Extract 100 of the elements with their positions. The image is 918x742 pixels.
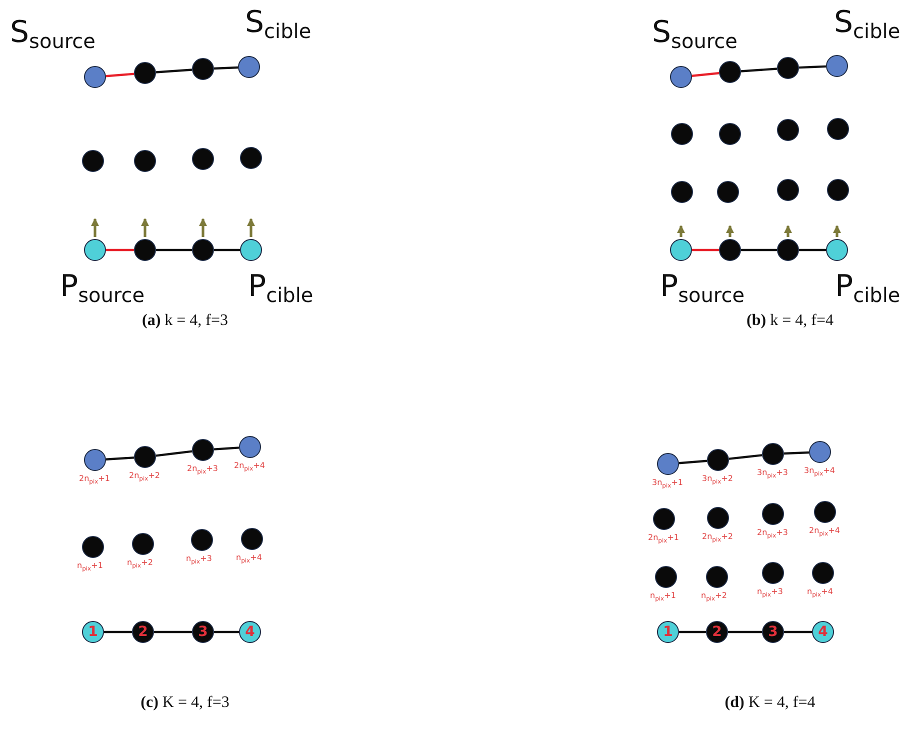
subfigure-caption: (a) k = 4, f=3 xyxy=(142,312,228,330)
node-circle xyxy=(191,529,213,551)
node-label: 3n$_{pix}$+4 xyxy=(804,467,835,478)
node-circle xyxy=(82,150,104,172)
node-label: 2n$_{pix}$+3 xyxy=(757,529,788,540)
connector-line xyxy=(156,248,192,252)
node-circle xyxy=(671,123,693,145)
node-label: 3n$_{pix}$+3 xyxy=(757,469,788,480)
subfigure-caption: (b) k = 4, f=4 xyxy=(746,312,834,330)
node-label: 2n$_{pix}$+4 xyxy=(809,527,840,538)
connector-line xyxy=(692,72,720,77)
connector-line xyxy=(106,456,134,460)
node-label: n$_{pix}$+2 xyxy=(127,559,153,570)
node-circle xyxy=(192,439,214,461)
node-label: n$_{pix}$+2 xyxy=(701,592,727,603)
node-circle xyxy=(653,508,675,530)
numbered-node: 2 xyxy=(132,621,154,643)
node-label: n$_{pix}$+4 xyxy=(236,554,262,565)
numbered-node: 4 xyxy=(812,621,834,643)
node-circle xyxy=(719,239,741,261)
node-circle xyxy=(827,118,849,140)
node-circle xyxy=(84,449,106,471)
node-label: S$_{cible}$ xyxy=(834,8,900,41)
numbered-node: 1 xyxy=(657,621,679,643)
node-label: P$_{source}$ xyxy=(660,272,745,305)
node-circle xyxy=(132,533,154,555)
node-circle xyxy=(192,239,214,261)
connector-line xyxy=(214,446,240,450)
node-circle xyxy=(241,528,263,550)
node-label: n$_{pix}$+4 xyxy=(807,588,833,599)
connector-line xyxy=(678,460,708,464)
node-circle xyxy=(192,58,214,80)
numbered-node: 2 xyxy=(706,621,728,643)
connector-line xyxy=(154,630,192,634)
node-circle xyxy=(670,239,692,261)
subfigure-caption: (c) K = 4, f=3 xyxy=(140,694,230,712)
node-circle xyxy=(762,503,784,525)
node-label: 3n$_{pix}$+2 xyxy=(702,475,733,486)
node-label: 2n$_{pix}$+3 xyxy=(187,465,218,476)
node-label: 2n$_{pix}$+2 xyxy=(129,472,160,483)
connector-line xyxy=(784,451,810,455)
connector-line xyxy=(214,66,238,70)
node-circle xyxy=(84,66,106,88)
node-label: P$_{source}$ xyxy=(60,272,145,305)
connector-line xyxy=(799,248,826,252)
node-circle xyxy=(777,179,799,201)
node-circle xyxy=(706,566,728,588)
node-circle xyxy=(134,239,156,261)
numbered-node: 1 xyxy=(82,621,104,643)
node-circle xyxy=(134,62,156,84)
node-label: n$_{pix}$+1 xyxy=(77,562,103,573)
numbered-node: 4 xyxy=(239,621,261,643)
connector-line xyxy=(692,248,719,252)
node-label: S$_{source}$ xyxy=(10,18,96,51)
node-label: n$_{pix}$+3 xyxy=(186,555,212,566)
connector-line xyxy=(784,630,812,634)
node-circle xyxy=(777,119,799,141)
node-circle xyxy=(777,57,799,79)
node-circle xyxy=(192,148,214,170)
node-circle xyxy=(670,66,692,88)
connector-line xyxy=(156,68,192,74)
node-label: 2n$_{pix}$+1 xyxy=(79,475,110,486)
numbered-node: 3 xyxy=(762,621,784,643)
connector-line xyxy=(214,630,239,634)
node-circle xyxy=(827,179,849,201)
connector-line xyxy=(214,248,240,252)
node-label: 2n$_{pix}$+2 xyxy=(702,533,733,544)
node-circle xyxy=(707,449,729,471)
node-circle xyxy=(238,56,260,78)
connector-line xyxy=(106,248,134,252)
node-circle xyxy=(826,239,848,261)
node-circle xyxy=(655,566,677,588)
node-label: 2n$_{pix}$+4 xyxy=(234,462,265,473)
node-circle xyxy=(719,61,741,83)
connector-line xyxy=(728,630,762,634)
subfigure-caption: (d) K = 4, f=4 xyxy=(724,694,816,712)
node-circle xyxy=(82,536,104,558)
connector-line xyxy=(106,72,134,78)
node-label: S$_{source}$ xyxy=(652,18,738,51)
connector-line xyxy=(798,65,826,69)
node-circle xyxy=(762,443,784,465)
connector-line xyxy=(156,450,192,457)
node-circle xyxy=(707,507,729,529)
node-circle xyxy=(762,562,784,584)
node-circle xyxy=(240,239,262,261)
node-circle xyxy=(657,453,679,475)
node-circle xyxy=(777,239,799,261)
node-circle xyxy=(809,441,831,463)
node-circle xyxy=(134,446,156,468)
node-circle xyxy=(239,436,261,458)
node-circle xyxy=(812,562,834,584)
node-circle xyxy=(717,181,739,203)
node-circle xyxy=(671,181,693,203)
connector-line xyxy=(728,454,762,460)
node-circle xyxy=(240,147,262,169)
node-label: n$_{pix}$+1 xyxy=(650,592,676,603)
connector-line xyxy=(740,68,778,72)
node-label: 2n$_{pix}$+1 xyxy=(648,534,679,545)
connector-line xyxy=(679,630,706,634)
node-label: P$_{cible}$ xyxy=(248,272,314,305)
